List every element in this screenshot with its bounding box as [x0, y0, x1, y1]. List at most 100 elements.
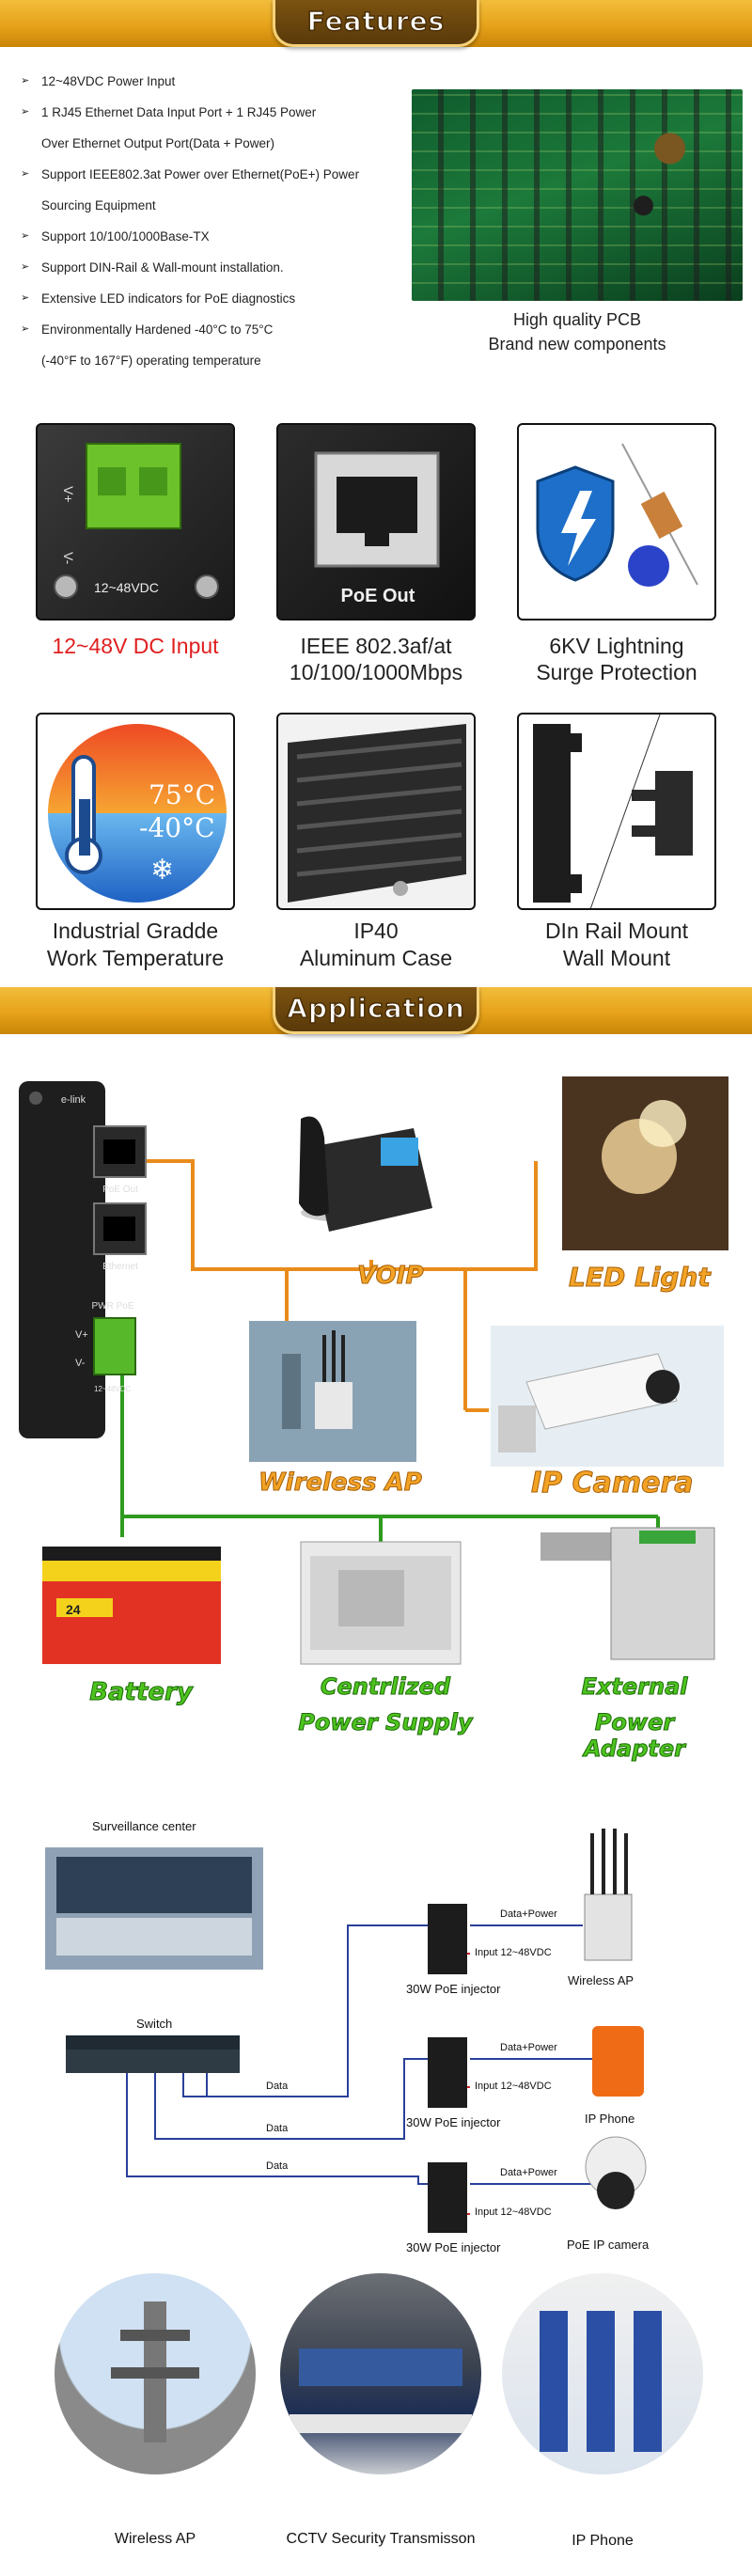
features-banner: Features: [0, 0, 752, 47]
bullet-icon: ➢: [21, 106, 30, 118]
thermometer-icon: 75°C -40°C ❄: [48, 724, 227, 903]
pcb-caption-1: High quality PCB: [512, 310, 642, 329]
data-label-3: Data: [266, 2160, 289, 2172]
banner-tab: [273, 987, 479, 1034]
tile-caption-6a: DIn Rail Mount: [544, 919, 689, 943]
shield-icon: [536, 443, 698, 587]
svg-text:12~48VDC: 12~48VDC: [94, 1385, 132, 1393]
wireless-ap-device-label: Wireless AP: [568, 1973, 634, 1987]
tile-caption-3a: 6KV Lightning: [549, 634, 684, 658]
bottom-caption-3: IP Phone: [572, 2533, 634, 2549]
surveillance-center-label: Surveillance center: [92, 1819, 196, 1833]
wireless-ap-circle-photo: [55, 2273, 256, 2474]
ip-camera-label: IP Camera: [531, 1467, 694, 1500]
injector-label-1: 30W PoE injector: [406, 1982, 501, 1996]
tile-caption-2a: IEEE 802.3af/at: [300, 634, 452, 658]
feature-item: ➢Support 10/100/1000Base-TX: [19, 221, 404, 252]
application-banner: Application: [0, 987, 752, 1034]
bullet-icon: ➢: [21, 261, 30, 273]
tile-caption-4a: Industrial Gradde: [52, 919, 219, 943]
feature-item: ➢Support DIN-Rail & Wall-mount installat…: [19, 252, 404, 283]
pcb-photo: [412, 89, 743, 301]
switch-label: Switch: [136, 2017, 173, 2031]
external-adapter-label-1: External: [581, 1673, 688, 1701]
bullet-icon: ➢: [21, 292, 30, 304]
aluminum-case-photo: [276, 713, 476, 910]
rj45-port-icon: PoE Out: [314, 451, 440, 606]
tile-caption-4b: Work Temperature: [46, 946, 225, 970]
application-title: Application: [286, 992, 465, 1025]
led-light-label: LED Light: [569, 1262, 712, 1294]
input-label-3: Input 12~48VDC: [475, 2207, 552, 2218]
external-adapter-label-2: Power Adapter: [584, 1709, 686, 1763]
temperature-photo: 75°C -40°C ❄: [36, 713, 235, 910]
svg-text:V+: V+: [75, 1329, 88, 1341]
case-fins-icon: [288, 724, 466, 903]
tile-caption-1a: 12~48V DC Input: [52, 634, 219, 658]
tile-inner-voltage: 12~48VDC: [94, 580, 159, 595]
tile-caption-2b: 10/100/1000Mbps: [289, 660, 463, 684]
din-rail-photo: [517, 713, 716, 910]
wireless-ap-label: Wireless AP: [258, 1469, 423, 1498]
poe-injector-device: e-link PoE Out Ethernet PWR PoE V+ V- 12…: [19, 1081, 147, 1438]
data-label-2: Data: [266, 2123, 289, 2134]
feature-item: ➢1 RJ45 Ethernet Data Input Port + 1 RJ4…: [19, 97, 404, 128]
dc-input-photo: V+ V- 12~48VDC: [36, 423, 235, 620]
svg-text:e-link: e-link: [61, 1094, 86, 1106]
feature-item: ➢Extensive LED indicators for PoE diagno…: [19, 283, 404, 314]
battery-icon: 24: [42, 1547, 221, 1664]
injector-label-3: 30W PoE injector: [406, 2240, 501, 2254]
feature-item-cont: (-40°F to 167°F) operating temperature: [41, 353, 261, 368]
tile-inner-poe: PoE Out: [341, 586, 415, 606]
bullet-icon: ➢: [21, 75, 30, 86]
poe-out-photo: PoE Out: [276, 423, 476, 620]
bullet-icon: ➢: [21, 323, 30, 335]
network-diagram: [45, 1829, 647, 2233]
injector-label-2: 30W PoE injector: [406, 2115, 501, 2129]
temp-high-label: 75°C: [149, 779, 215, 810]
bullet-icon: ➢: [21, 230, 30, 242]
svg-text:PoE Out: PoE Out: [102, 1185, 138, 1195]
tile-caption-5b: Aluminum Case: [299, 946, 453, 970]
tile-caption-6b: Wall Mount: [562, 946, 671, 970]
svg-text:V-: V-: [61, 552, 76, 565]
battery-label: Battery: [89, 1678, 194, 1707]
temp-low-label: -40°C: [139, 812, 215, 843]
svg-text:❄: ❄: [150, 854, 174, 887]
pcb-caption-2: Brand new components: [488, 335, 666, 353]
data-power-label-3: Data+Power: [500, 2167, 557, 2178]
feature-item-cont: Sourcing Equipment: [41, 198, 156, 212]
features-title: Features: [306, 5, 446, 38]
input-label-1: Input 12~48VDC: [475, 1947, 552, 1958]
banner-tab: [273, 0, 479, 47]
svg-text:24: 24: [66, 1602, 81, 1617]
ip-phone-device-label: IP Phone: [585, 2112, 635, 2126]
terminal-block-icon: V+ V- 12~48VDC: [54, 443, 219, 599]
feature-item: ➢Environmentally Hardened -40°C to 75°C: [19, 314, 404, 345]
svg-text:PWR PoE: PWR PoE: [91, 1301, 133, 1312]
svg-text:V+: V+: [61, 486, 76, 503]
feature-item: ➢12~48VDC Power Input: [19, 66, 404, 97]
input-label-2: Input 12~48VDC: [475, 2081, 552, 2092]
surge-photo: [517, 423, 716, 620]
central-power-label-2: Power Supply: [298, 1709, 473, 1736]
tile-caption-5a: IP40: [353, 919, 399, 943]
feature-item: ➢Support IEEE802.3at Power over Ethernet…: [19, 159, 404, 190]
poe-ip-camera-device-label: PoE IP camera: [567, 2238, 650, 2252]
central-power-label-1: Centrlized: [320, 1673, 451, 1701]
bottom-caption-1: Wireless AP: [114, 2531, 196, 2547]
cctv-circle-photo: [280, 2273, 481, 2474]
data-power-label-2: Data+Power: [500, 2042, 557, 2053]
feature-list: ➢12~48VDC Power Input ➢1 RJ45 Ethernet D…: [19, 66, 404, 376]
application-diagram: e-link PoE Out Ethernet PWR PoE V+ V- 12…: [19, 1076, 728, 1665]
data-label-1: Data: [266, 2081, 289, 2092]
din-rail-icon: [533, 715, 693, 908]
tile-caption-3b: Surge Protection: [536, 660, 697, 684]
voip-label: VOIP: [357, 1262, 424, 1291]
voip-phone-icon: [299, 1116, 432, 1232]
svg-text:Ethernet: Ethernet: [102, 1262, 138, 1272]
bottom-caption-2: CCTV Security Transmisson: [286, 2531, 476, 2547]
bullet-icon: ➢: [21, 168, 30, 180]
feature-item-cont: Over Ethernet Output Port(Data + Power): [41, 136, 274, 150]
data-power-label-1: Data+Power: [500, 1908, 557, 1920]
